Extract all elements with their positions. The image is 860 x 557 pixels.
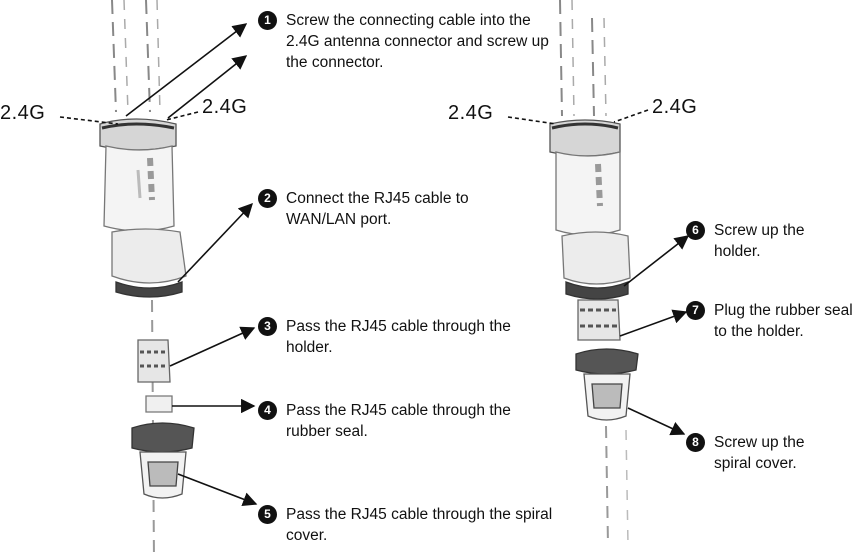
antenna-label-right-2: 2.4G xyxy=(652,96,698,118)
step-number: 6 xyxy=(686,221,705,240)
step-number: 4 xyxy=(258,401,277,420)
arrow-step-5 xyxy=(177,473,258,507)
antenna-label-left-2: 2.4G xyxy=(202,96,248,118)
right-device xyxy=(549,0,639,546)
step-text: Pass the RJ45 cable through the rubber s… xyxy=(286,402,511,440)
arrow-step-1a xyxy=(125,23,248,117)
step-text: Pass the RJ45 cable through the spiral c… xyxy=(286,506,553,544)
step-number: 7 xyxy=(686,301,705,320)
antenna-leader-lines xyxy=(59,109,649,125)
step-text: Screw up the holder. xyxy=(714,222,805,260)
step-text: Connect the RJ45 cable to WAN/LAN port. xyxy=(286,190,469,228)
step-number: 8 xyxy=(686,433,705,452)
step-3: 3 Pass the RJ45 cable through the holder… xyxy=(258,316,548,358)
step-1: 1 Screw the connecting cable into the 2.… xyxy=(258,10,558,73)
step-6: 6 Screw up the holder. xyxy=(686,220,816,262)
arrow-step-2 xyxy=(177,202,253,283)
step-text: Pass the RJ45 cable through the holder. xyxy=(286,318,511,356)
step-number: 1 xyxy=(258,11,277,30)
step-text: Screw the connecting cable into the 2.4G… xyxy=(286,12,549,71)
arrow-step-3 xyxy=(169,326,256,367)
step-7: 7 Plug the rubber seal to the holder. xyxy=(686,300,858,342)
step-number: 5 xyxy=(258,505,277,524)
step-5: 5 Pass the RJ45 cable through the spiral… xyxy=(258,504,568,546)
step-4: 4 Pass the RJ45 cable through the rubber… xyxy=(258,400,548,442)
arrow-step-8 xyxy=(627,407,686,436)
arrow-step-1b xyxy=(167,55,248,119)
callout-arrows xyxy=(125,23,690,507)
arrow-step-7 xyxy=(619,309,688,337)
arrow-step-6 xyxy=(623,235,690,287)
step-2: 2 Connect the RJ45 cable to WAN/LAN port… xyxy=(258,188,518,230)
antenna-label-left-1: 2.4G xyxy=(0,102,46,124)
step-number: 2 xyxy=(258,189,277,208)
antenna-label-right-1: 2.4G xyxy=(448,102,494,124)
left-device xyxy=(99,0,195,557)
step-number: 3 xyxy=(258,317,277,336)
step-text: Plug the rubber seal to the holder. xyxy=(714,302,853,340)
step-8: 8 Screw up the spiral cover. xyxy=(686,432,836,474)
step-text: Screw up the spiral cover. xyxy=(714,434,805,472)
